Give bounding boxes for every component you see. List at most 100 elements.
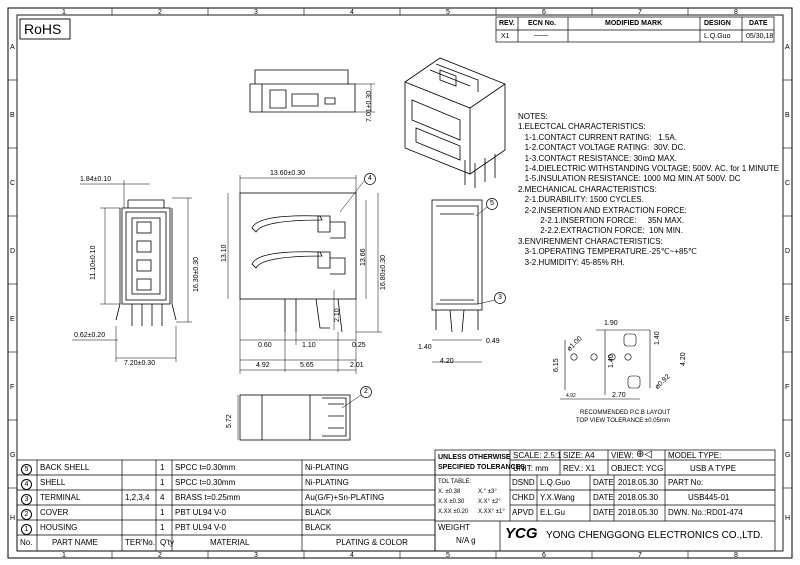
chkd-label: CHKD	[512, 493, 535, 502]
bom-header-no: No.	[20, 538, 33, 547]
rev-value: X1	[501, 33, 510, 40]
dim-label: 1.40	[418, 344, 432, 351]
note-line: 2-2.INSERTION AND EXTRACTION FORCE:	[518, 205, 687, 215]
dim-label: 0.62±0.20	[74, 332, 106, 339]
bom-cell-material: SPCC t=0.30mm	[175, 478, 236, 487]
dim-label: 2.10	[334, 308, 341, 322]
col-number: 6	[542, 9, 546, 16]
bom-cell-material: BRASS t=0.25mm	[175, 493, 241, 502]
size: SIZE: A4	[563, 451, 595, 460]
bom-header-ter: TER'No.	[125, 538, 155, 547]
col-number: 1	[62, 552, 66, 559]
col-number: 3	[254, 9, 258, 16]
bom-cell-name: COVER	[40, 508, 69, 517]
row-letter: F	[10, 384, 15, 391]
note-line: 2-1.DURABILITY: 1500 CYCLES.	[518, 195, 644, 205]
col-number: 5	[446, 9, 450, 16]
dim-label: 7.20±0.30	[124, 360, 156, 367]
row-letter: G	[10, 452, 16, 459]
note-line: 1.ELECTCAL CHARACTERISTICS:	[518, 122, 646, 132]
modified-mark-header: MODIFIED MARK	[605, 20, 663, 27]
row-letter: D	[10, 248, 16, 255]
date-label: DATE	[593, 508, 614, 517]
pcb-dim-label: 1.40	[654, 331, 661, 345]
dwn-no: DWN. No.:RD01-474	[668, 508, 743, 517]
row-letter: C	[10, 180, 16, 187]
pcb-dim-label: 4.20	[680, 352, 687, 366]
design-value: L.Q.Guo	[704, 33, 731, 40]
bom-cell-material: PBT UL94 V-0	[175, 523, 226, 532]
bom-cell-plating: Au(G/F)+Sn-PLATING	[305, 493, 385, 502]
date-value: 05/30,18	[746, 33, 774, 40]
note-line: 2-2.1.INSERTION FORCE: 35N MAX.	[518, 216, 685, 226]
balloon-number: 3	[498, 294, 502, 301]
unit: UNIT: mm	[513, 464, 549, 473]
dim-label: 13.10	[221, 244, 228, 262]
bom-cell-no: 5	[21, 464, 32, 475]
note-line: 1-5.INSULATION RESISTANCE: 1000 MΩ MIN.A…	[518, 174, 741, 184]
part-no-value: USB445-01	[688, 493, 730, 502]
tol-text: TOL TABLE:	[438, 479, 472, 485]
note-line: 3-2.HUMIDITY: 45-85% RH.	[518, 257, 625, 267]
row-letter: B	[10, 112, 15, 119]
dim-label: 13.66	[360, 248, 367, 266]
bom-cell-name: BACK SHELL	[40, 463, 90, 472]
col-number: 4	[350, 552, 354, 559]
note-line: 1-4.DIELECTRIC WITHSTANDING VOLTAGE: 500…	[518, 164, 780, 174]
scale: SCALE: 2.5:1	[513, 451, 562, 460]
row-letter: H	[10, 515, 16, 522]
dim-label: 5.65	[300, 362, 314, 369]
col-number: 2	[158, 552, 162, 559]
bom-cell-name: TERMINAL	[40, 493, 81, 502]
dim-label: 0.25	[352, 342, 366, 349]
bom-cell-name: SHELL	[40, 478, 66, 487]
dim-label: 1.10	[302, 342, 316, 349]
bom-header-plating: PLATING & COLOR	[336, 538, 408, 547]
bom-cell-name: HOUSING	[40, 523, 78, 532]
balloon-number: 2	[364, 388, 368, 395]
dim-label: 16.80±0.30	[380, 255, 387, 290]
rohs-mark: RoHS	[24, 21, 62, 37]
bom-cell-no: 2	[21, 509, 32, 520]
tol-text: X.° ±3°	[478, 489, 497, 495]
dim-label: 4.92	[256, 362, 270, 369]
row-letter: C	[785, 180, 791, 187]
col-number: 2	[158, 9, 162, 16]
bom-cell-plating: Ni-PLATING	[305, 478, 349, 487]
col-number: 4	[350, 9, 354, 16]
dsnd-label: DSND	[512, 478, 535, 487]
dim-label: 0.49	[486, 338, 500, 345]
pcb-caption: TOP VIEW TOLERANCE:±0.05mm	[576, 418, 670, 424]
col-number: 7	[638, 552, 642, 559]
date-value: 2018.05.30	[618, 493, 659, 502]
bom-cell-ter: 1,2,3,4	[125, 493, 150, 502]
row-letter: D	[785, 248, 791, 255]
pcb-dim-label: 4.92	[566, 393, 576, 399]
pcb-dim-label: 1.40	[608, 354, 615, 368]
dim-label: 5.72	[226, 414, 233, 428]
pcb-dim-label: 1.90	[604, 320, 618, 327]
dim-label: 4.20	[440, 358, 454, 365]
bom-cell-plating: BLACK	[305, 523, 332, 532]
col-number: 5	[446, 552, 450, 559]
row-letter: E	[785, 316, 790, 323]
rev-header: REV.	[499, 20, 515, 27]
row-letter: F	[785, 384, 790, 391]
bom-header-material: MATERIAL	[210, 538, 250, 547]
notes-title: NOTES:	[518, 112, 548, 121]
bom-cell-material: SPCC t=0.30mm	[175, 463, 236, 472]
bom-cell-no: 3	[21, 494, 32, 505]
dim-label: 13.60±0.30	[270, 170, 305, 177]
company-name: YONG CHENGGONG ELECTRONICS CO.,LTD.	[546, 530, 764, 541]
note-line: 3.ENVIRENMENT CHARACTERISTICS:	[518, 236, 663, 246]
dim-label: 1.84±0.10	[80, 176, 112, 183]
design-header: DESIGN	[704, 20, 731, 27]
bom-cell-qty: 1	[160, 478, 165, 487]
notes-block: NOTES: 1.ELECTCAL CHARACTERISTICS: 1-1.C…	[518, 112, 779, 268]
dsnd-value: L.Q.Guo	[540, 478, 571, 487]
note-line: 2-2.2.EXTRACTION FORCE: 10N MIN.	[518, 226, 683, 236]
date-value: 2018.05.30	[618, 508, 659, 517]
bom-cell-qty: 1	[160, 463, 165, 472]
